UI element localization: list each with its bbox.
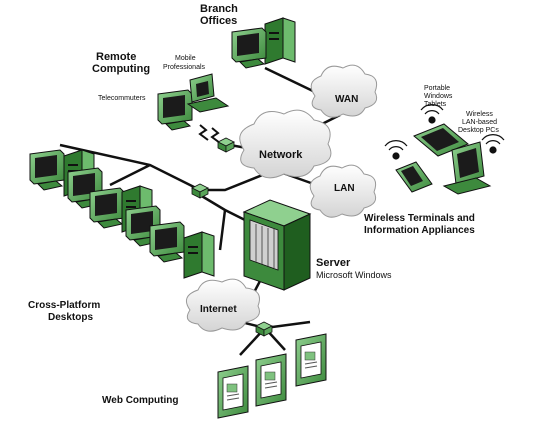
internet-label: Internet [200, 304, 237, 315]
remote-hub-icon [217, 137, 235, 153]
remote-computing-label-line2: Computing [92, 63, 150, 75]
branch-offices-label-line2: Offices [200, 15, 237, 27]
portable-tablets-label-line2: Windows [424, 93, 453, 100]
wireless-lan-label-line3: Desktop PCs [458, 127, 499, 134]
mobile-professionals-label-line2: Professionals [163, 64, 206, 71]
wireless-terminals-label-line2: Information Appliances [364, 225, 475, 236]
laptop-base-icon [186, 97, 230, 113]
server-os-label: Microsoft Windows [316, 270, 392, 280]
lan-cloud [309, 164, 377, 218]
cross-platform-label-line2: Desktops [48, 312, 93, 323]
portable-tablets-label-line3: Tablets [424, 101, 447, 108]
web-computing-label: Web Computing [102, 395, 178, 406]
wireless-devices [395, 123, 492, 195]
wan-label: WAN [335, 94, 358, 105]
wan-cloud [310, 64, 378, 118]
remote-computing-devices [157, 73, 230, 131]
cross-platform-label-line1: Cross-Platform [28, 300, 100, 311]
telecommuters-label: Telecommuters [98, 95, 146, 102]
cross-platform-desktop-computers [29, 149, 215, 279]
internet-cloud [185, 278, 260, 332]
network-label: Network [259, 149, 303, 161]
wireless-lan-label-line2: LAN-based [462, 119, 497, 126]
web-computing-displays [217, 333, 327, 419]
mobile-professionals-label-line1: Mobile [175, 55, 196, 62]
lan-label: LAN [334, 183, 355, 194]
network-cloud [239, 109, 332, 179]
wireless-terminals-label-line1: Wireless Terminals and [364, 213, 475, 224]
server-rack-icon [242, 199, 312, 291]
remote-computing-label-line1: Remote [96, 51, 136, 63]
wireless-signal-icons [384, 104, 505, 160]
branch-offices-label-line1: Branch [200, 3, 238, 15]
branch-offices-computers [231, 17, 296, 69]
wireless-lan-label-line1: Wireless [466, 111, 493, 118]
remote-link-lightning [198, 124, 221, 144]
server-label: Server [316, 257, 351, 269]
portable-tablets-label-line1: Portable [424, 85, 450, 92]
